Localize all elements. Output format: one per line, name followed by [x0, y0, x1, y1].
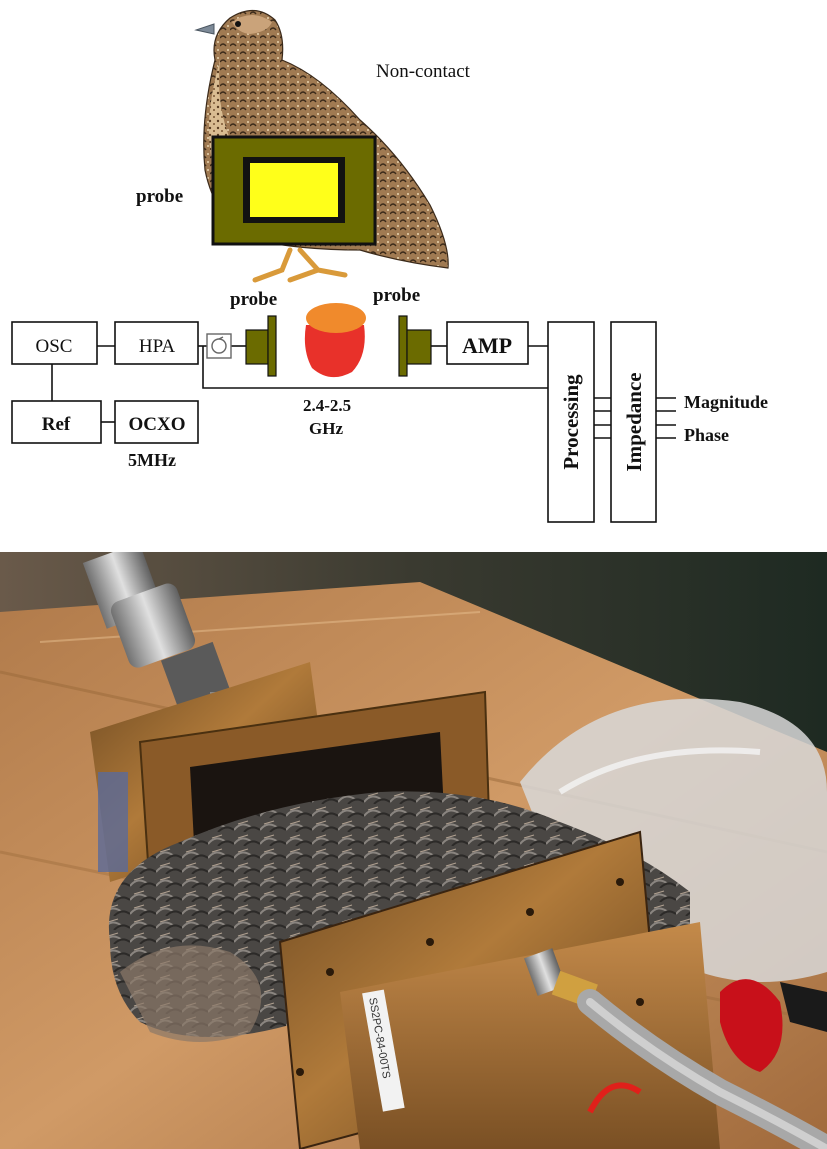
svg-text:Ref: Ref: [42, 414, 71, 435]
frequency-range-label: 2.4-2.5: [303, 396, 351, 415]
signal-lines: [51, 345, 676, 439]
svg-text:HPA: HPA: [139, 336, 176, 357]
hpa-block: HPA: [114, 321, 199, 365]
front-waveguide-probe: SS2PC-84-00TS: [278, 830, 720, 1149]
processing-block: Processing: [547, 321, 595, 523]
svg-text:Processing: Processing: [559, 374, 583, 470]
frequency-unit-label: GHz: [309, 419, 343, 438]
sample-icon: [304, 303, 366, 378]
ocxo-block: OCXO: [114, 400, 199, 444]
non-contact-label: Non-contact: [376, 61, 471, 82]
svg-text:OCXO: OCXO: [129, 414, 186, 435]
block-diagram: probe Non-contact probe probe: [11, 9, 768, 523]
amp-block: AMP: [446, 321, 529, 365]
left-waveguide-probe-icon: [245, 315, 277, 377]
magnitude-output-label: Magnitude: [684, 392, 768, 412]
svg-text:AMP: AMP: [462, 333, 512, 358]
ref-block: Ref: [11, 400, 102, 444]
left-probe-label: probe: [230, 289, 277, 310]
circulator-icon: [206, 333, 232, 359]
probe-on-bird-icon: [211, 135, 377, 246]
osc-block: OSC: [11, 321, 98, 365]
bird-probe-label: probe: [136, 186, 183, 207]
impedance-block: Impedance: [610, 321, 657, 523]
right-waveguide-probe-icon: [398, 315, 432, 377]
experimental-setup-photo: SS2PC-84-00TS: [0, 552, 827, 1149]
right-probe-label: probe: [373, 285, 420, 306]
phase-output-label: Phase: [684, 425, 729, 445]
svg-text:Impedance: Impedance: [622, 372, 646, 471]
svg-text:OSC: OSC: [36, 336, 73, 357]
osc-frequency-label: 5MHz: [128, 450, 176, 470]
